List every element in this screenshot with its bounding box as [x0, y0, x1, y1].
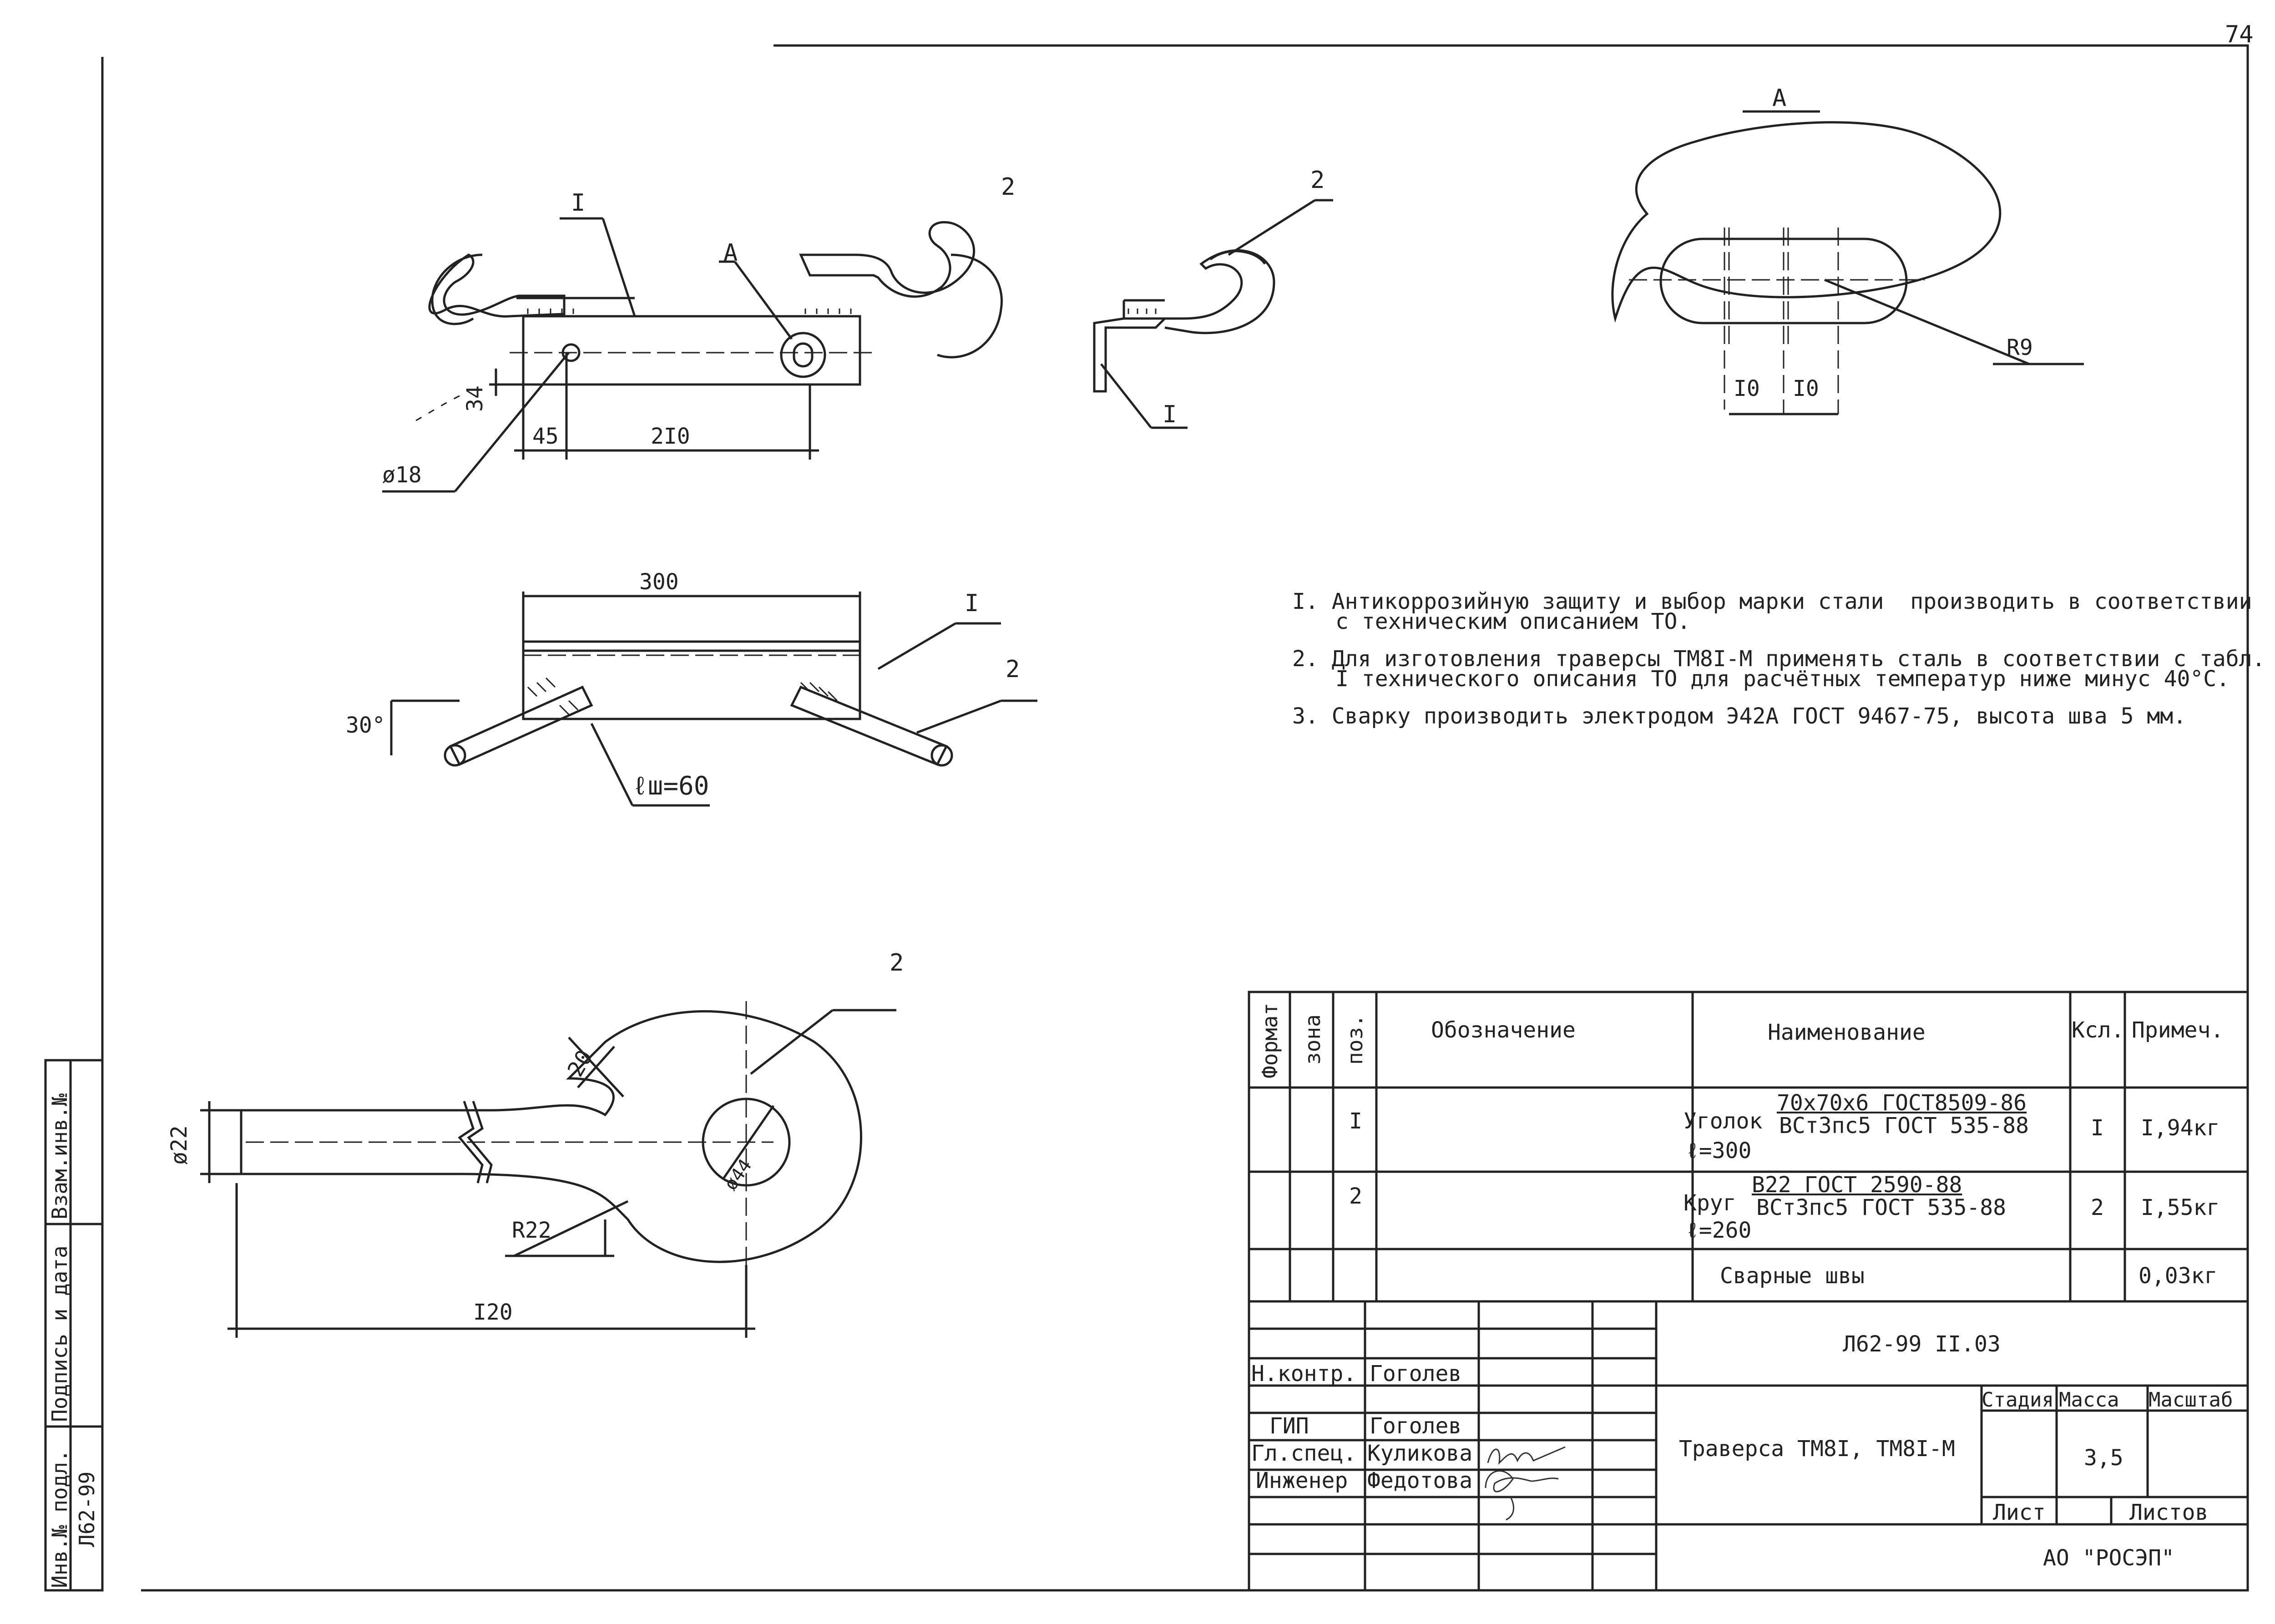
title-doc-code: Л62-99 II.03: [1843, 1331, 2001, 1357]
spec-header-format: Формат: [1258, 1002, 1282, 1078]
hook-dim-radius: R22: [512, 1218, 551, 1243]
title-name-1: Гоголев: [1370, 1361, 1462, 1386]
title-role-1: Н.контр.: [1251, 1361, 1357, 1386]
front-right-rod: [790, 685, 948, 766]
spec-row2-top: В22 ГОСТ 2590-88: [1752, 1172, 1962, 1198]
spec-row2-qty: 2: [2091, 1195, 2104, 1220]
spec-row1-length: ℓ=300: [1686, 1138, 1752, 1164]
title-sheet-label: Лист: [1993, 1500, 2046, 1525]
title-mass-label: Масса: [2059, 1388, 2119, 1412]
sheet-number: 74: [2225, 21, 2254, 48]
front-angle-dim: 30°: [346, 713, 385, 738]
front-weld-length: ℓш=60: [632, 771, 709, 801]
spec-header-name: Наименование: [1768, 1020, 1926, 1045]
title-role-3: Гл.спец.: [1251, 1441, 1357, 1466]
plan-hole-right: [780, 332, 826, 378]
spec-row1-pos: I: [1349, 1108, 1362, 1134]
side-pos2-label: 2: [1310, 167, 1325, 194]
plan-hole-left: [561, 343, 581, 362]
title-drawing-name: Траверса ТМ8I, ТМ8I-М: [1679, 1436, 1955, 1462]
section-a-dim-right: I0: [1793, 376, 1819, 401]
spec-header-zone: зона: [1300, 1014, 1325, 1065]
plan-dim-height: 34: [462, 385, 488, 412]
spec-row3-name: Сварные швы: [1720, 1263, 1865, 1289]
title-sheets-label: Листов: [2129, 1500, 2209, 1525]
front-pos1-label: I: [965, 590, 979, 617]
front-left-rod: [449, 685, 593, 766]
front-angle: [522, 640, 861, 720]
section-a-dim-left: I0: [1734, 376, 1760, 401]
hook-dim-dia: ø22: [167, 1125, 192, 1165]
plan-dim-offset: 45: [532, 424, 559, 449]
signature-fedotova: [1485, 1470, 1559, 1521]
section-a-radius: R9: [2007, 335, 2033, 360]
front-dim-length: 300: [639, 569, 679, 595]
spec-row2-prefix: Круг: [1684, 1190, 1736, 1216]
stamp-sign-date: Подпись и дата: [47, 1245, 72, 1422]
spec-header-qty: Ксл.: [2072, 1017, 2124, 1043]
spec-header-pos: поз.: [1343, 1014, 1367, 1065]
spec-header-designation: Обозначение: [1431, 1017, 1576, 1043]
title-company: АО "РОСЭП": [2043, 1545, 2174, 1571]
note-3: 3. Сварку производить электродом Э42А ГО…: [1292, 703, 2187, 729]
spec-row2-length: ℓ=260: [1686, 1218, 1752, 1243]
signature-kulikova: [1487, 1446, 1566, 1465]
spec-row1-prefix: Уголок: [1684, 1108, 1763, 1134]
section-a-outline: [1611, 121, 2002, 323]
title-name-2: Гоголев: [1370, 1413, 1462, 1439]
hook-dim-length: I20: [473, 1300, 513, 1325]
title-role-4: Инженер: [1256, 1468, 1348, 1493]
spec-row3-note: 0,03кг: [2138, 1263, 2218, 1289]
note-2: 2. Для изготовления траверсы ТМ8I-М прим…: [1292, 646, 2265, 692]
plan-detail-a-label: A: [723, 239, 738, 267]
plan-pos2-label: 2: [1001, 173, 1016, 201]
title-scale-label: Масштаб: [2149, 1388, 2233, 1412]
stamp-inv-orig: Инв.№ подл.: [47, 1449, 72, 1588]
side-pos1-label: I: [1163, 401, 1177, 428]
plan-hole-dia: ø18: [382, 462, 422, 488]
plan-angle-plate: [522, 315, 861, 386]
spec-row1-top: 70х70х6 ГОСТ8509-86: [1777, 1090, 2027, 1116]
plan-left-hook: [428, 253, 566, 318]
spec-header-note: Примеч.: [2132, 1017, 2224, 1043]
side-angle: [1093, 317, 1168, 393]
spec-row2-pos: 2: [1349, 1184, 1362, 1209]
side-hook: [1164, 249, 1275, 334]
spec-row2-bottom: ВСт3пс5 ГОСТ 535-88: [1756, 1195, 2007, 1220]
general-notes: I. Антикоррозийную защиту и выбор марки …: [1292, 589, 2270, 744]
hook-ring: [455, 1010, 862, 1263]
title-mass-value: 3,5: [2084, 1445, 2123, 1471]
note-1: I. Антикоррозийную защиту и выбор марки …: [1292, 589, 2265, 634]
title-name-4: Федотова: [1367, 1468, 1473, 1493]
spec-row1-bottom: ВСт3пс5 ГОСТ 535-88: [1779, 1113, 2029, 1138]
stamp-inv-value: Л62-99: [75, 1471, 99, 1547]
title-name-3: Куликова: [1367, 1441, 1473, 1466]
plan-pos1-label: I: [571, 189, 586, 217]
stamp-inv-replace: Взам.инв.№: [47, 1093, 72, 1219]
section-a-label: A: [1772, 85, 1787, 112]
spec-row1-note: I,94кг: [2141, 1115, 2220, 1141]
spec-row1-qty: I: [2091, 1115, 2104, 1141]
title-role-2: ГИП: [1269, 1413, 1309, 1439]
front-pos2-label: 2: [1006, 656, 1020, 683]
spec-row2-note: I,55кг: [2141, 1195, 2220, 1220]
hook-pos2-label: 2: [890, 949, 904, 976]
title-stage-label: Стадия: [1982, 1388, 2054, 1412]
plan-right-hook: [799, 221, 976, 298]
plan-dim-length: 2I0: [651, 424, 690, 449]
